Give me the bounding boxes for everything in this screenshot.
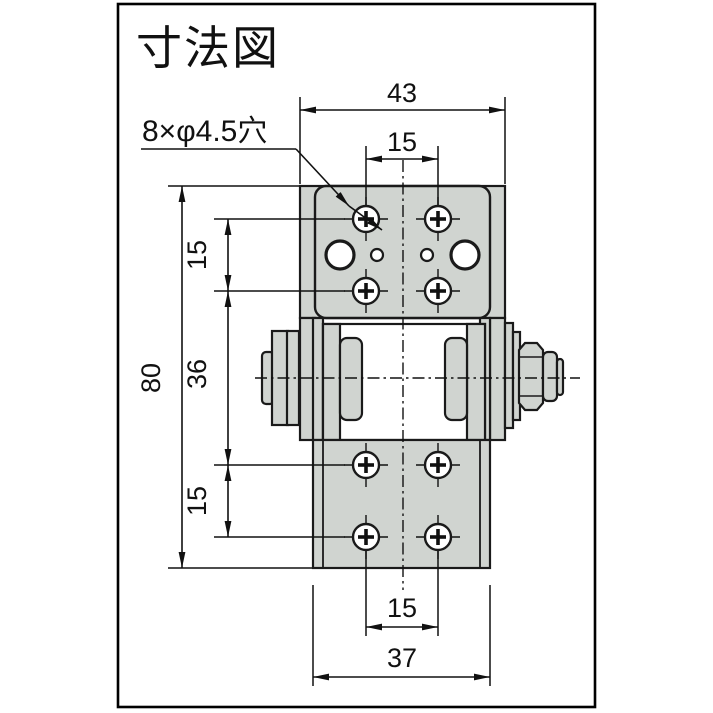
pilot-hole-left xyxy=(369,247,385,263)
dim-overall-height: 80 xyxy=(136,363,166,393)
dim-bottom-width: 37 xyxy=(387,643,417,673)
large-hole-right xyxy=(449,239,481,271)
hinge-body xyxy=(260,184,565,570)
dimension-lines xyxy=(178,106,505,681)
hole-count-note: 8×φ4.5穴 xyxy=(142,115,267,148)
extension-lines xyxy=(168,97,506,686)
nut-cap xyxy=(541,350,559,403)
pilot-hole-right xyxy=(419,247,435,263)
screw-holes xyxy=(324,197,481,559)
pivot-link-plate-right xyxy=(465,322,487,442)
dim-upper-hole-pitch: 15 xyxy=(182,240,212,270)
centerlines xyxy=(255,160,580,590)
knuckle-left xyxy=(338,336,364,422)
hole-cross-marks xyxy=(358,211,446,545)
dim-lower-hole-pitch: 15 xyxy=(182,486,212,516)
drawing-frame xyxy=(116,2,597,709)
pivot-left-hardware xyxy=(260,329,301,427)
dim-bottom-hole-pitch: 15 xyxy=(387,593,417,623)
dim-mid-height: 36 xyxy=(182,359,212,389)
pivot-right-hardware xyxy=(503,321,565,430)
page-title: 寸法図 xyxy=(136,22,280,74)
knuckle-right xyxy=(443,336,469,422)
nut-body xyxy=(517,341,545,412)
lower-leaf-web xyxy=(311,438,492,570)
large-hole-left xyxy=(324,239,356,271)
pivot-link-plate-left xyxy=(321,322,342,442)
dim-top-hole-pitch: 15 xyxy=(387,127,417,157)
hole-note-leader xyxy=(141,148,383,231)
leader-arrow-1 xyxy=(295,148,350,207)
leader-arrow-2 xyxy=(348,205,383,231)
lower-leaf-flange-left xyxy=(311,316,325,442)
upper-leaf-flange-right xyxy=(488,316,507,442)
washer-right-inner xyxy=(503,321,515,430)
dim-top-width: 43 xyxy=(387,78,417,108)
shaft-tip xyxy=(555,357,565,397)
